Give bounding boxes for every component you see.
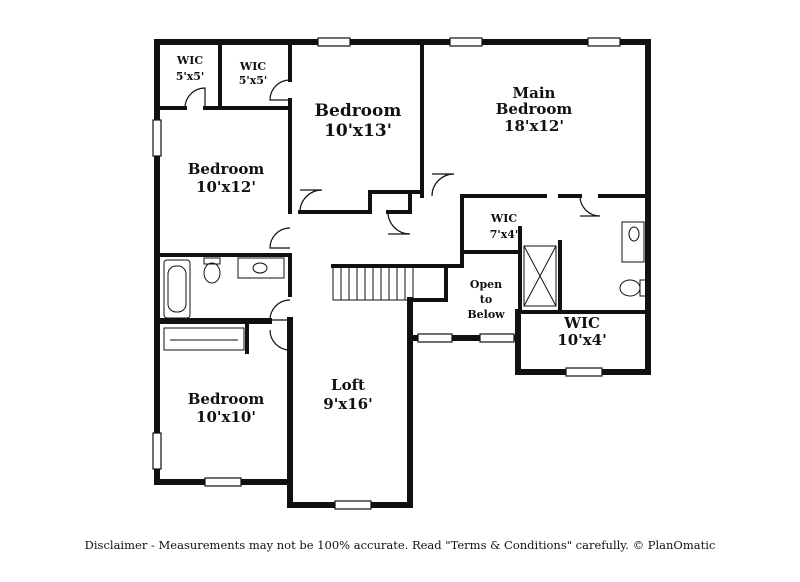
- disclaimer-text: Disclaimer - Measurements may not be 100…: [84, 538, 716, 552]
- bedroom-bottom-size: 10'x10': [196, 408, 256, 426]
- floor-plan: WIC 5'x5' WIC 5'x5' Bedroom 10'x13' Main…: [152, 37, 651, 510]
- bathroom-fixtures: [163, 221, 647, 351]
- stairs: [332, 265, 414, 301]
- toilet-icon: [203, 262, 221, 284]
- open-below-line3: Below: [467, 308, 505, 321]
- shower-icon: [523, 245, 557, 307]
- main-bedroom-size: 18'x12': [504, 117, 564, 135]
- open-below-line2: to: [480, 293, 492, 306]
- wic-b-size: 5'x5': [239, 74, 268, 87]
- wic-d-name: WIC: [563, 314, 600, 332]
- room-labels: WIC 5'x5' WIC 5'x5' Bedroom 10'x13' Main…: [176, 54, 607, 426]
- sink-icon: [237, 257, 285, 279]
- bedroom-bottom-name: Bedroom: [188, 390, 265, 408]
- main-bedroom-line1: Main: [513, 84, 556, 102]
- wic-d-size: 10'x4': [557, 331, 606, 349]
- bathtub-icon: [163, 259, 191, 319]
- loft-size: 9'x16': [323, 395, 372, 413]
- wic-c-size: 7'x4': [490, 228, 519, 241]
- outer-walls: [154, 39, 651, 508]
- windows: [152, 37, 621, 510]
- bedroom-top-size: 10'x13': [324, 121, 392, 141]
- bedroom-top-name: Bedroom: [315, 101, 402, 121]
- toilet-icon-main: [619, 279, 641, 297]
- wic-a-size: 5'x5': [176, 70, 205, 83]
- loft-name: Loft: [331, 376, 365, 394]
- bedroom-left-name: Bedroom: [188, 160, 265, 178]
- wic-a-name: WIC: [176, 54, 203, 67]
- interior-walls: [155, 40, 650, 354]
- bedroom-left-size: 10'x12': [196, 178, 256, 196]
- open-below-line1: Open: [470, 278, 502, 291]
- main-bedroom-line2: Bedroom: [496, 100, 573, 118]
- wic-c-name: WIC: [490, 212, 517, 225]
- wic-b-name: WIC: [239, 60, 266, 73]
- door-swings: [184, 79, 601, 351]
- sink-icon-main: [621, 221, 645, 263]
